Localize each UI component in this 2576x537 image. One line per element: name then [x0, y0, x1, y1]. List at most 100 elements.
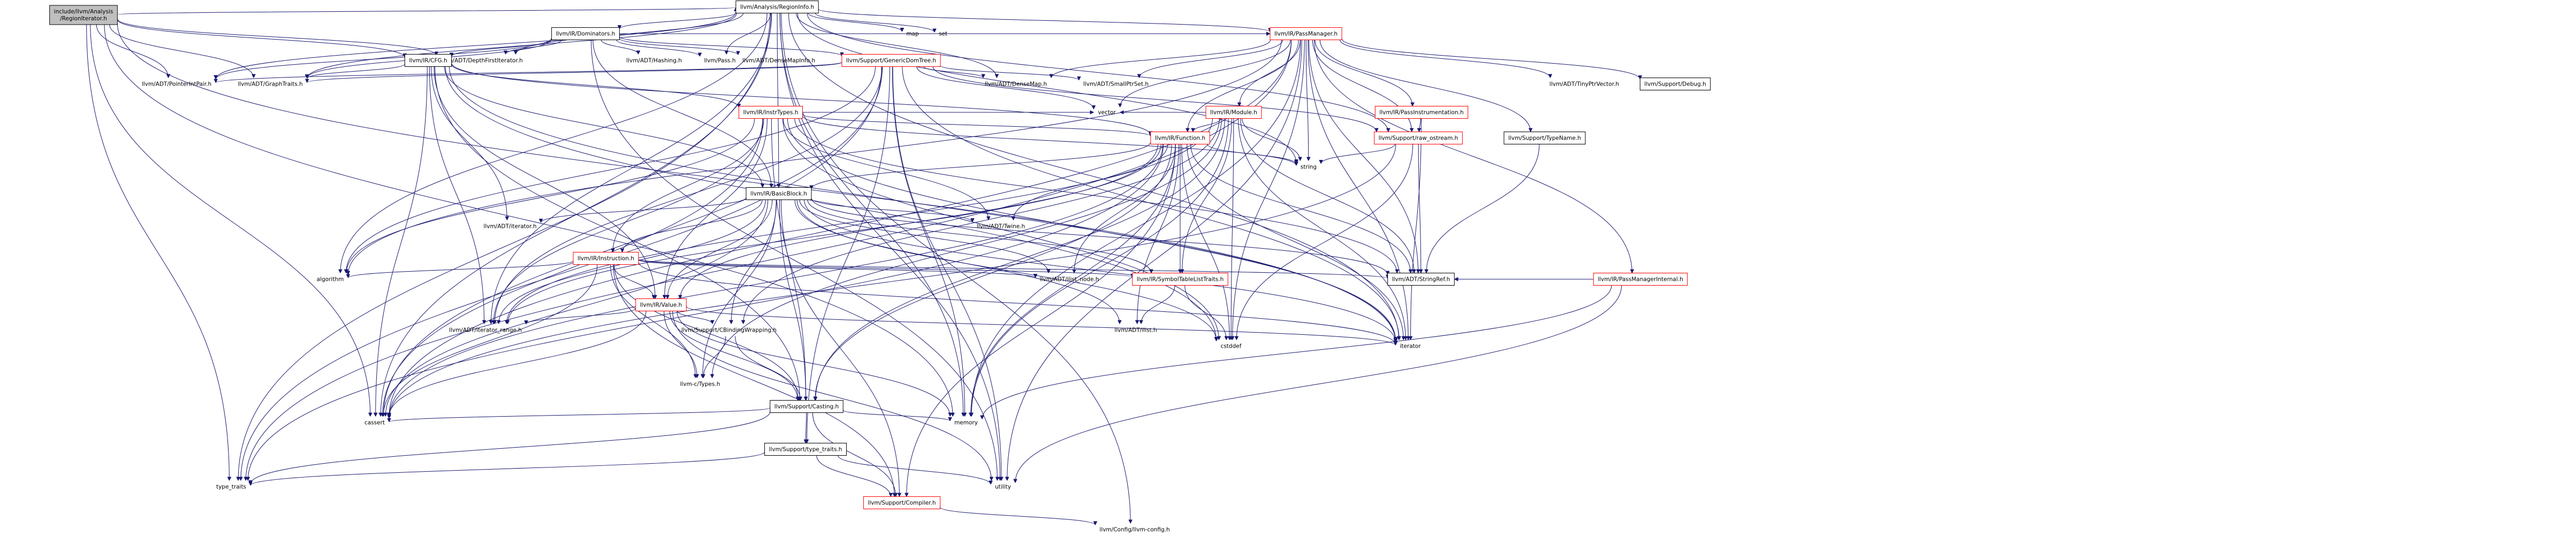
- node-casting[interactable]: llvm/Support/Casting.h: [770, 400, 844, 413]
- node-iteratorstd: iterator: [1400, 343, 1421, 350]
- edge-gendomtree-to-cassert: [383, 66, 883, 417]
- node-symtablelist[interactable]: llvm/IR/SymbolTableListTraits.h: [1132, 273, 1228, 286]
- node-irinstruction[interactable]: llvm/IR/Instruction.h: [573, 252, 639, 265]
- node-regioninfo[interactable]: llvm/Analysis/RegionInfo.h: [735, 1, 819, 13]
- edge-irinsttypes-to-iteratorrange: [493, 118, 763, 324]
- node-irfunction[interactable]: llvm/IR/Function.h: [1150, 132, 1210, 144]
- edge-passmanager-to-memory: [971, 40, 1301, 417]
- edge-rawostream-to-stringref: [1418, 144, 1421, 273]
- node-debug[interactable]: llvm/Support/Debug.h: [1639, 78, 1711, 90]
- node-label: llvm/Support/Casting.h: [774, 404, 839, 410]
- edge-root-to-iteratorstd: [117, 23, 1395, 342]
- node-utility: utility: [995, 484, 1011, 490]
- node-label: llvm/IR/Module.h: [1210, 110, 1257, 116]
- node-label: llvm/IR/SymbolTableListTraits.h: [1137, 277, 1224, 283]
- node-ilistnode: llvm/ADT/ilist_node.h: [1040, 277, 1099, 283]
- edge-basicblock-to-cbinding: [731, 200, 777, 324]
- edge-basicblock-to-iteratorstd: [804, 200, 1396, 343]
- node-basicblock[interactable]: llvm/IR/BasicBlock.h: [746, 187, 812, 200]
- node-box: [863, 496, 941, 509]
- node-label: llvm/ADT/DenseMap.h: [985, 81, 1047, 88]
- edge-passinstr-to-rawostream: [1419, 118, 1422, 132]
- node-irinsttypes[interactable]: llvm/IR/InstrTypes.h: [739, 106, 803, 119]
- node-label: llvm/Support/TypeName.h: [1508, 135, 1581, 142]
- node-box: [49, 5, 118, 25]
- node-densemapinfo: llvm/ADT/DenseMapInfo.h: [742, 58, 815, 64]
- node-box: [1387, 273, 1455, 286]
- node-algorithm: algorithm: [317, 277, 344, 283]
- edge-basicblock-to-cassert: [385, 200, 769, 417]
- edge-irmodule-to-stringref: [1240, 118, 1414, 273]
- node-label: type_traits: [216, 484, 246, 490]
- node-label: memory: [954, 420, 978, 426]
- edge-cfg-to-irfunction: [451, 63, 1151, 135]
- node-pminternal[interactable]: llvm/IR/PassManagerInternal.h: [1593, 273, 1688, 286]
- node-root[interactable]: include/llvm/Analysis/RegionIterator.h: [49, 5, 118, 25]
- node-compiler[interactable]: llvm/Support/Compiler.h: [863, 496, 941, 509]
- node-label: llvm/ADT/iterator.h: [483, 224, 536, 230]
- node-graphtraits: llvm/ADT/GraphTraits.h: [238, 81, 302, 88]
- edge-regioninfo-to-utility: [779, 13, 1000, 481]
- edge-irfunction-to-irvalue: [680, 144, 1161, 299]
- node-irvalue[interactable]: llvm/IR/Value.h: [635, 298, 687, 311]
- edge-passinstr-to-iteratorstd: [1411, 118, 1422, 340]
- node-memory: memory: [954, 420, 978, 426]
- edge-basicblock-to-ctypes: [703, 200, 777, 378]
- edge-dominators-to-hashing: [601, 40, 638, 55]
- node-label: llvm/ADT/ilist_node.h: [1040, 277, 1099, 283]
- node-label: llvm/ADT/TinyPtrVector.h: [1549, 81, 1619, 88]
- edge-basicblock-to-stringref: [811, 198, 1388, 275]
- edge-rawostream-to-string: [1321, 144, 1395, 164]
- edge-regioninfo-to-graphtraits: [307, 13, 737, 79]
- node-dominators[interactable]: llvm/IR/Dominators.h: [551, 27, 620, 40]
- edge-root-to-typetraits: [86, 24, 230, 481]
- edge-cfg-to-graphtraits: [307, 64, 405, 79]
- edge-irmodule-to-symtablelist: [1182, 118, 1232, 273]
- node-irpass: llvm/Pass.h: [704, 58, 735, 64]
- node-label: llvm/IR/Function.h: [1155, 135, 1205, 142]
- edge-dominators-to-gendomtree: [619, 36, 842, 57]
- node-stringref[interactable]: llvm/ADT/StringRef.h: [1387, 273, 1455, 286]
- node-smallptrset: llvm/ADT/SmallPtrSet.h: [1083, 81, 1149, 88]
- edge-root-to-pointerintpair: [96, 24, 168, 78]
- edge-gendomtree-to-utility: [892, 66, 1001, 481]
- edge-sptypetraits-to-compiler: [816, 455, 891, 497]
- edge-irfunction-to-string: [1207, 144, 1296, 165]
- edge-passmanager-to-utility: [1007, 40, 1302, 481]
- edge-cfg-to-irvalue: [434, 66, 655, 299]
- edge-passmanager-to-irfunction: [1188, 40, 1299, 132]
- edge-irinsttypes-to-adttwine: [782, 118, 989, 220]
- edge-irmodule-to-memory: [971, 118, 1229, 417]
- node-label: include/llvm/Analysis: [54, 9, 113, 15]
- node-irmodule[interactable]: llvm/IR/Module.h: [1205, 106, 1262, 119]
- node-rawostream[interactable]: llvm/Support/raw_ostream.h: [1374, 132, 1463, 144]
- edge-basicblock-to-adttwine: [811, 198, 972, 223]
- node-label: llvm/IR/CFG.h: [409, 58, 447, 64]
- node-box: [1639, 78, 1711, 90]
- edge-gendomtree-to-iteratorrange: [495, 66, 883, 324]
- node-label: llvm/ADT/ilist.h: [1114, 327, 1157, 334]
- edge-root-to-memory: [104, 24, 953, 417]
- edge-dominators-to-cfg: [452, 39, 552, 57]
- edge-irvalue-to-iteratorstd: [686, 306, 1395, 346]
- node-passmanager[interactable]: llvm/IR/PassManager.h: [1270, 27, 1342, 40]
- node-adttwine: llvm/ADT/Twine.h: [977, 224, 1025, 230]
- edge-regioninfo-to-passmanager: [818, 9, 1270, 33]
- node-passinstr[interactable]: llvm/IR/PassInstrumentation.h: [1374, 106, 1469, 119]
- node-cfg[interactable]: llvm/IR/CFG.h: [404, 54, 452, 67]
- node-gendomtree[interactable]: llvm/Support/GenericDomTree.h: [841, 54, 941, 67]
- edge-irmodule-to-cbinding: [743, 118, 1220, 324]
- edge-passmanager-to-densemap: [1051, 40, 1271, 78]
- node-label: /RegionIterator.h: [60, 16, 107, 22]
- node-label: llvm/IR/PassManager.h: [1274, 31, 1338, 37]
- edge-cfg-to-cstddef: [445, 66, 1216, 341]
- node-label: llvm/IR/Dominators.h: [556, 31, 615, 37]
- edge-dominators-to-densemapinfo: [619, 38, 738, 55]
- edge-irinstruction-to-ctypes: [610, 264, 696, 378]
- node-typename[interactable]: llvm/Support/TypeName.h: [1503, 132, 1586, 144]
- edge-irinstruction-to-ilistnode: [638, 259, 1036, 278]
- node-densemap: llvm/ADT/DenseMap.h: [985, 81, 1047, 88]
- node-sptypetraits[interactable]: llvm/Support/type_traits.h: [764, 443, 847, 456]
- edge-irinstruction-to-iteratorstd: [638, 262, 1395, 344]
- edge-passmanager-to-pminternal: [1314, 40, 1632, 273]
